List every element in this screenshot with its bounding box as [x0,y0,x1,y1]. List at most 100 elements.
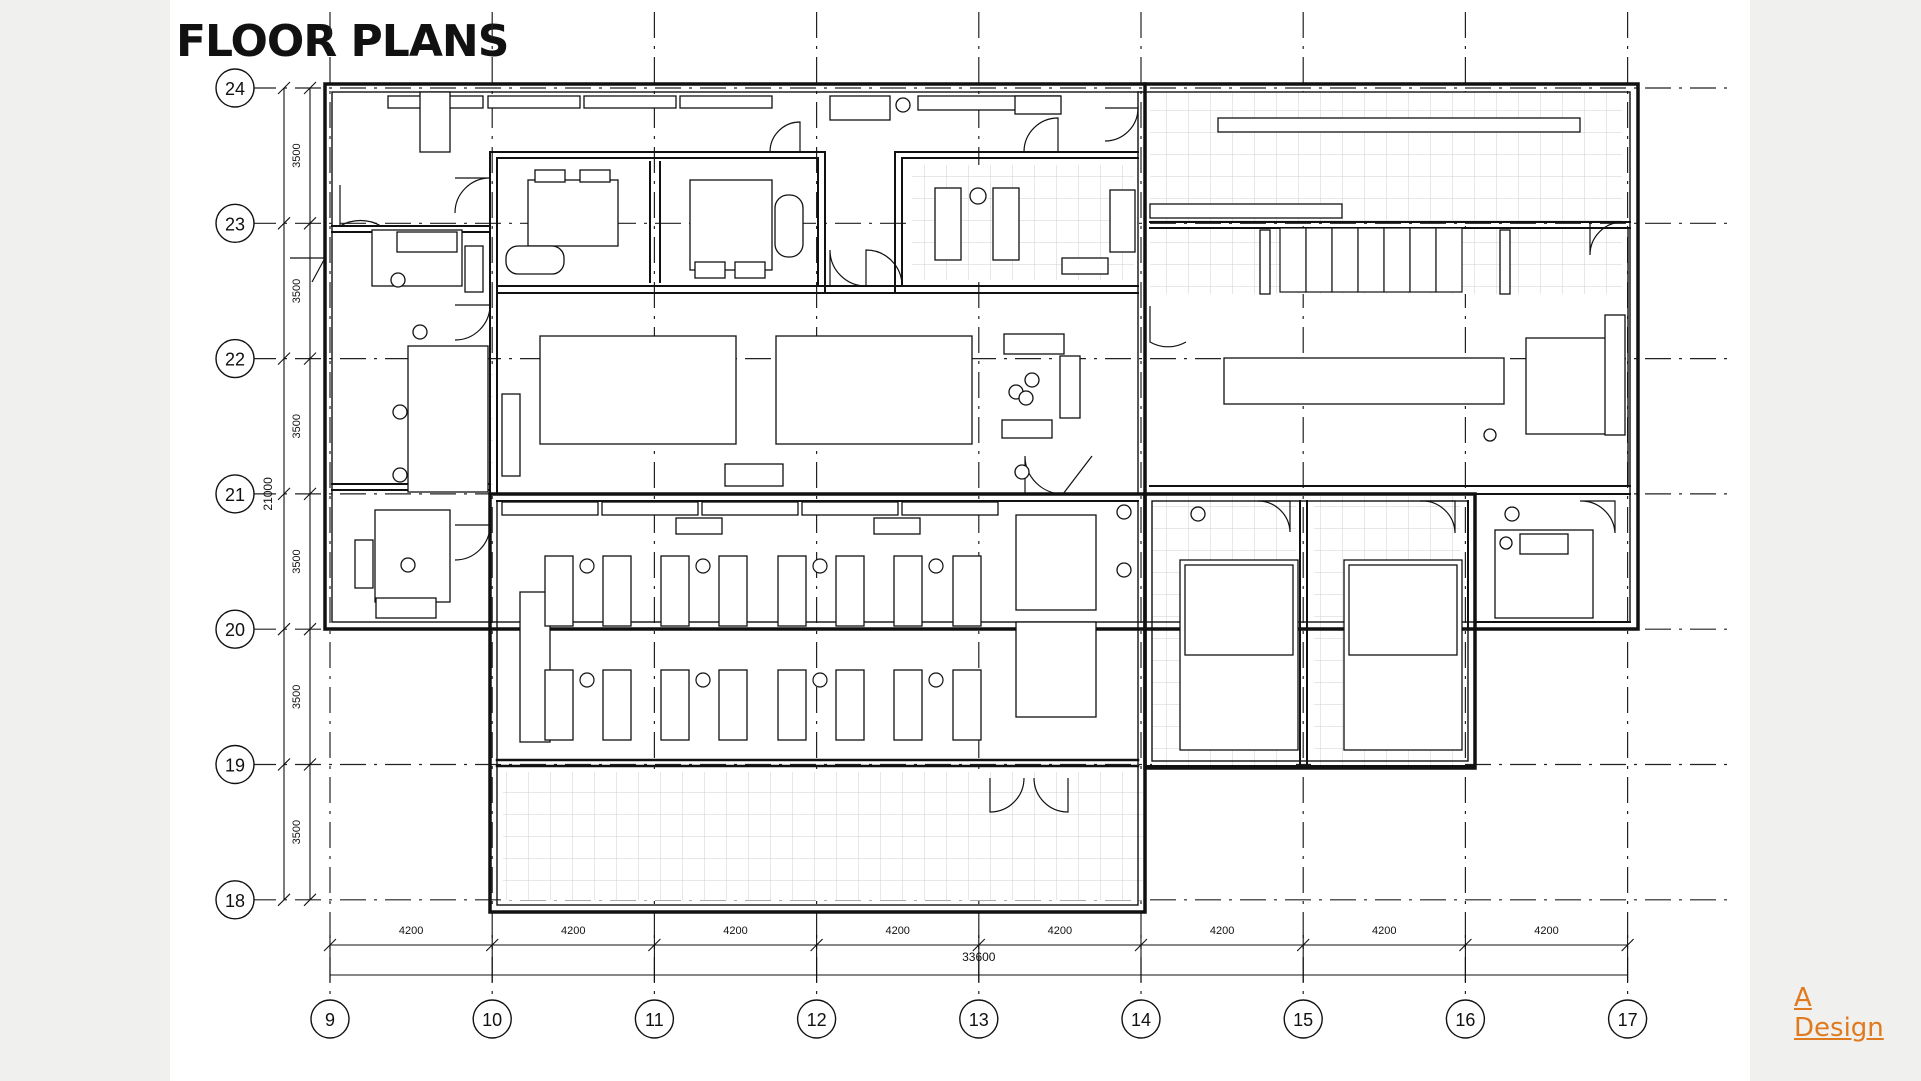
desk [544,555,574,627]
locker [1383,227,1411,293]
grid-bubble-ring [1121,999,1161,1039]
dim-label-bay: 4200 [399,925,423,937]
desk-rows [544,227,1463,741]
grid-bubble-row-20: 20 [215,609,255,649]
grid-bubble-label: 11 [645,1010,664,1030]
desk [952,555,982,627]
grid-bubble-ring [959,999,999,1039]
grid-bubble-ring [215,68,255,108]
grid-bubble-col-16: 16 [1445,999,1486,1039]
grid-bubble-col-12: 12 [796,999,837,1039]
grid-bubble-ring [1607,999,1648,1039]
locker [1435,227,1463,293]
dim-tick [303,216,317,230]
grid-bubble-ring [215,880,255,920]
chair [695,558,711,574]
locker [1279,227,1307,293]
fixtures [390,97,1520,578]
desk [952,669,982,741]
grid-bubble-label: 23 [225,214,245,234]
grid-bubble-label: 24 [225,79,245,99]
desk [544,669,574,741]
dim-label-bay: 4200 [1372,925,1396,937]
dim-label-bay: 4200 [561,925,585,937]
desk [602,555,632,627]
dim-tick [277,893,291,907]
grid-bubble-label: 22 [225,350,245,370]
desk [718,555,748,627]
grid-bubble-label: 9 [325,1010,335,1030]
grid-bubble-label: 14 [1131,1010,1151,1030]
locker [1357,227,1385,293]
dim-tick [277,352,291,365]
grid-bubble-row-22: 22 [215,338,255,379]
desk [777,669,807,741]
grid-bubble-ring [215,203,255,244]
dim-tick [303,622,317,636]
dim-label-row: 3500 [291,820,303,844]
dim-label-bay: 4200 [1534,925,1558,937]
grid-bubble-ring [215,744,255,785]
brand-logo-line2: Design [1794,1013,1884,1043]
dim-label-bay: 4200 [1048,925,1072,937]
brand-logo: A Design [1794,983,1884,1043]
dim-tick [277,622,291,636]
dim-tick [303,352,317,365]
grid-bubble-ring [634,999,675,1039]
grid-bubble-label: 15 [1293,1010,1313,1030]
doors [290,107,1624,813]
chair [928,558,944,574]
dim-label-bay: 4200 [1210,925,1234,937]
grid-bubble-col-17: 17 [1607,999,1648,1039]
chair [812,672,828,688]
desk [660,669,690,741]
grid-bubble-col-9: 9 [310,999,350,1039]
grid-bubble-ring [1445,999,1486,1039]
furniture [354,91,1626,751]
desk [718,669,748,741]
grid-bubble-label: 12 [807,1010,827,1030]
desk [602,669,632,741]
dim-tick [303,487,317,501]
grid-bubble-col-14: 14 [1121,999,1161,1039]
dim-label-row: 3500 [291,414,303,438]
grid-bubble-row-18: 18 [215,880,255,920]
dim-label-row: 3500 [291,279,303,303]
tiled-floor-areas [423,92,1622,900]
outer-wall-north-block [323,82,1640,631]
grid-bubble-ring [215,338,255,379]
grid-bubble-label: 17 [1618,1010,1638,1030]
desk [777,555,807,627]
desk [893,555,923,627]
chair [579,672,595,688]
chair [928,672,944,688]
dim-tick [277,487,291,501]
walls [323,82,1640,914]
grid-bubble-ring [796,999,837,1039]
desk [893,669,923,741]
dim-label-total-height: 21000 [261,477,275,511]
grid-bubble-label: 21 [225,485,245,505]
dim-tick [303,893,317,907]
grid-bubble-ring [310,999,350,1039]
grid-bubble-label: 19 [225,756,245,776]
locker [1331,227,1359,293]
dim-tick [277,216,291,230]
grid-bubble-label: 18 [225,891,245,911]
dim-label-row: 3500 [291,143,303,167]
grid-bubble-col-11: 11 [634,999,675,1039]
grid-bubble-label: 13 [969,1010,989,1030]
dim-label-total: 33600 [962,950,996,964]
dim-tick [303,81,317,95]
grid-bubble-ring [215,474,255,514]
brand-logo-line1: A [1794,983,1812,1013]
grid-bubble-col-13: 13 [959,999,999,1039]
grid-bubble-row-21: 21 [215,474,255,514]
locker [1409,227,1437,293]
dim-label-bay: 4200 [885,925,909,937]
dim-tick [277,81,291,95]
grid-bubble-label: 20 [225,620,245,640]
